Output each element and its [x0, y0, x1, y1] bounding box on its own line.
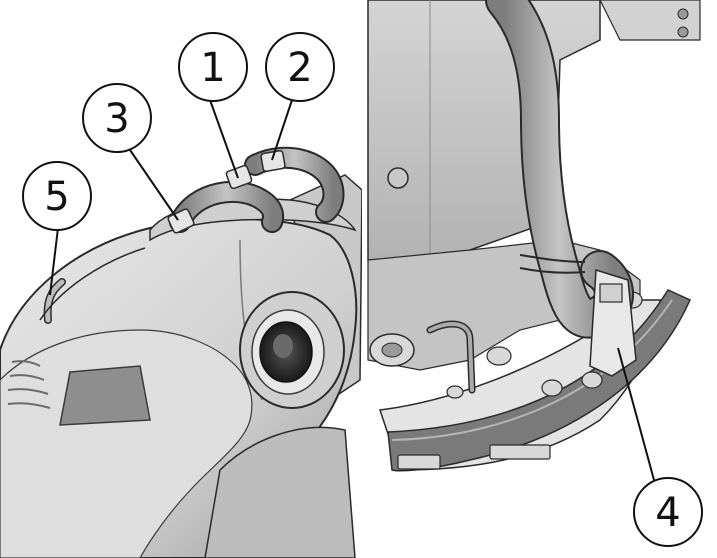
left-view: 1 2 3 5 [0, 32, 363, 558]
right-view: 4 [367, 0, 703, 547]
hose-collar-2 [260, 149, 286, 173]
leader-line-3 [129, 149, 179, 221]
inlet-port [239, 291, 345, 409]
callout-3: 3 [82, 83, 152, 153]
callout-1-label: 1 [200, 45, 225, 91]
level-window [59, 365, 151, 426]
leader-line-1 [209, 99, 239, 179]
callout-3-label: 3 [104, 96, 129, 142]
tank-fastener [387, 167, 409, 189]
callout-4: 4 [633, 477, 703, 547]
roller [369, 333, 415, 367]
blade-clamp-left [397, 454, 441, 470]
vent-grille [7, 360, 51, 409]
callout-2: 2 [265, 32, 335, 102]
callout-4-label: 4 [655, 490, 680, 536]
hose-collar-1 [225, 164, 253, 190]
front-face-panel [0, 329, 253, 558]
callout-5: 5 [22, 161, 92, 231]
squeegee-blade [387, 289, 691, 472]
callout-2-label: 2 [287, 45, 312, 91]
panel-divider [362, 0, 366, 558]
leader-line-2 [271, 99, 293, 161]
callout-5-label: 5 [44, 174, 69, 220]
lower-housing [204, 426, 356, 558]
blade-clamp-right [489, 444, 551, 460]
leader-line-5 [49, 227, 59, 296]
callout-1: 1 [178, 32, 248, 102]
leader-line-4 [617, 347, 655, 481]
frame-bracket [599, 0, 701, 41]
